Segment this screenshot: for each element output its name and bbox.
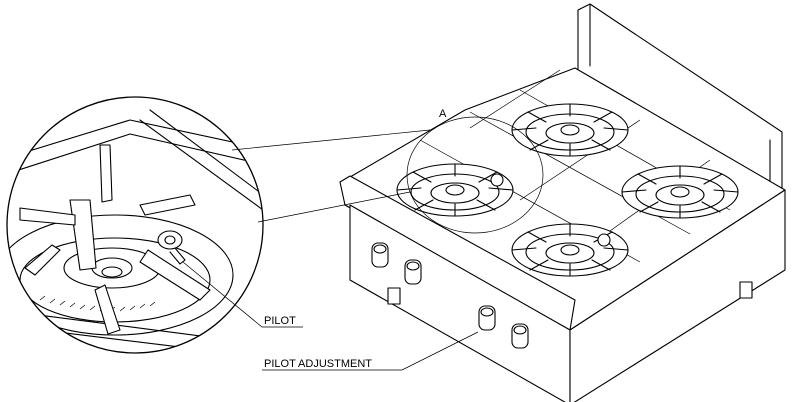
pilot-icon-2 (597, 233, 611, 247)
range-body (339, 3, 786, 402)
detail-view (6, 96, 264, 354)
leg-back-right (739, 281, 753, 299)
burner-front-right (621, 165, 739, 219)
knob-1 (371, 242, 389, 268)
detail-connector-top (257, 191, 411, 223)
pilot-adjustment-label: PILOT ADJUSTMENT (264, 358, 372, 370)
leg-front-left (387, 287, 401, 305)
burner-back-right (511, 103, 629, 157)
detail-connector-upper (231, 129, 431, 151)
pilot-icon (490, 173, 504, 187)
pilot-leader (182, 261, 303, 328)
burner-front-left (511, 223, 629, 277)
detail-callout-circle (406, 116, 544, 234)
burner-back-left (396, 163, 514, 217)
knob-4 (511, 323, 529, 349)
pilot-label: PILOT (264, 315, 296, 327)
detail-callout-label: A (439, 108, 447, 120)
pilot-adjustment-leader (262, 331, 479, 371)
detail-pilot-icon (157, 230, 183, 250)
knob-3 (478, 305, 496, 331)
knob-2 (404, 259, 422, 285)
